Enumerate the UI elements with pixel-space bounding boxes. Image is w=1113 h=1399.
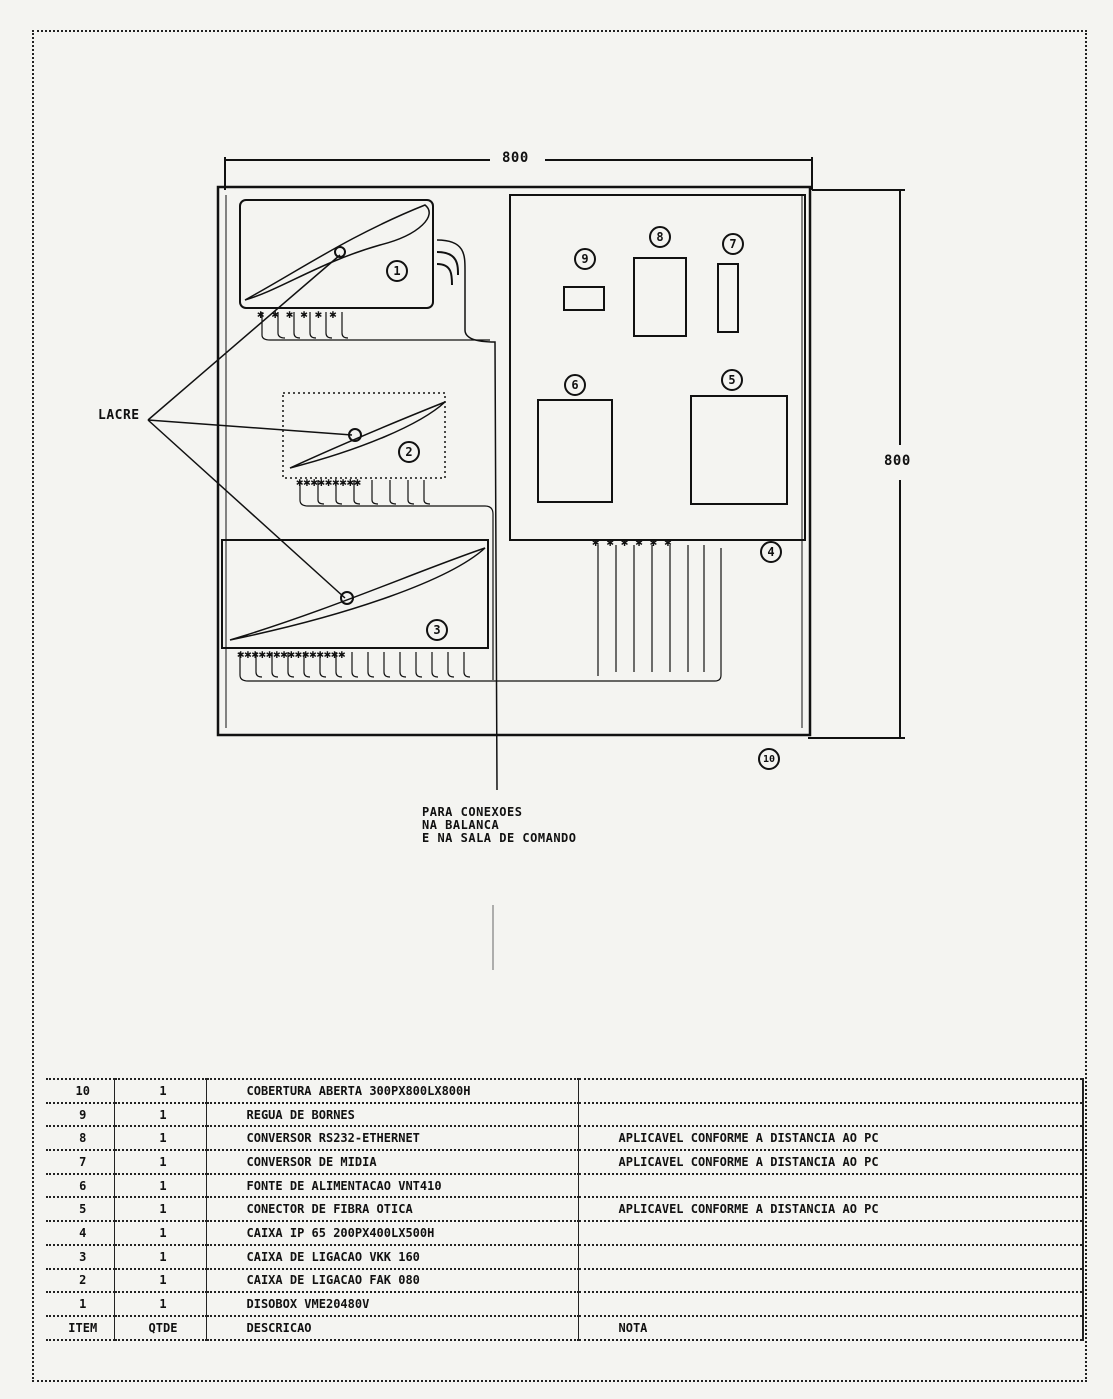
balloon-item-3: 3 — [426, 619, 448, 641]
bom-nota — [578, 1102, 1084, 1128]
bom-nota: APLICAVEL CONFORME A DISTANCIA AO PC — [578, 1126, 1084, 1152]
bom-nota — [578, 1078, 1084, 1104]
connections-note-line: PARA CONEXOES — [422, 805, 523, 819]
balloon-item-8: 8 — [649, 226, 671, 248]
table-row: 4 1 CAIXA IP 65 200PX400LX500H — [46, 1221, 1084, 1246]
bom-descricao: REGUA DE BORNES — [206, 1102, 579, 1128]
disobox — [239, 199, 434, 309]
table-row: 7 1 CONVERSOR DE MIDIA APLICAVEL CONFORM… — [46, 1150, 1084, 1175]
bom-qtde: 1 — [114, 1078, 207, 1104]
table-row: 5 1 CONECTOR DE FIBRA OTICA APLICAVEL CO… — [46, 1197, 1084, 1223]
bom-nota: APLICAVEL CONFORME A DISTANCIA AO PC — [578, 1197, 1084, 1223]
balloon-item-2: 2 — [398, 441, 420, 463]
header-qtde: QTDE — [114, 1315, 207, 1341]
table-row: 8 1 CONVERSOR RS232-ETHERNET APLICAVEL C… — [46, 1126, 1084, 1152]
ip65-box — [509, 194, 806, 541]
svg-text:✱ ✱ ✱ ✱ ✱ ✱: ✱ ✱ ✱ ✱ ✱ ✱ — [257, 307, 336, 321]
bom-item: 6 — [46, 1173, 115, 1199]
balloon-item-4: 4 — [760, 541, 782, 563]
fiber-connector — [690, 395, 788, 505]
bom-descricao: CAIXA DE LIGACAO VKK 160 — [206, 1244, 579, 1270]
bom-qtde: 1 — [114, 1197, 207, 1223]
connections-note-line: NA BALANCA — [422, 818, 500, 832]
bom-nota — [578, 1173, 1084, 1199]
connections-note-line: E NA SALA DE COMANDO — [422, 831, 577, 845]
bom-item: 7 — [46, 1150, 115, 1175]
drawing-frame — [32, 30, 1087, 1382]
bom-nota — [578, 1221, 1084, 1246]
bom-item: 10 — [46, 1078, 115, 1104]
rs232-converter — [633, 257, 687, 337]
svg-text:✱✱✱✱✱✱✱✱✱✱✱✱✱✱✱: ✱✱✱✱✱✱✱✱✱✱✱✱✱✱✱ — [237, 647, 345, 661]
table-row: 3 1 CAIXA DE LIGACAO VKK 160 — [46, 1244, 1084, 1270]
bom-qtde: 1 — [114, 1126, 207, 1152]
junction-box-vkk — [221, 539, 489, 649]
bom-nota — [578, 1268, 1084, 1294]
bom-item: 3 — [46, 1244, 115, 1270]
bom-descricao: CAIXA IP 65 200PX400LX500H — [206, 1221, 579, 1246]
bom-item: 2 — [46, 1268, 115, 1294]
dim-width-label: 800 — [502, 150, 529, 166]
bom-item: 4 — [46, 1221, 115, 1246]
table-row: 1 1 DISOBOX VME20480V — [46, 1292, 1084, 1317]
bom-qtde: 1 — [114, 1221, 207, 1246]
bom-item: 5 — [46, 1197, 115, 1223]
bom-qtde: 1 — [114, 1173, 207, 1199]
bom-nota — [578, 1244, 1084, 1270]
assembly-drawing: ✱ ✱ ✱ ✱ ✱ ✱ ✱✱✱✱✱✱✱✱✱ ✱✱✱✱✱✱✱✱✱✱✱✱✱✱✱ ✱ … — [147, 157, 905, 970]
header-descricao: DESCRICAO — [206, 1315, 579, 1341]
header-item: ITEM — [46, 1315, 115, 1341]
balloon-item-7: 7 — [722, 233, 744, 255]
bom-item: 8 — [46, 1126, 115, 1152]
svg-text:✱✱✱✱✱✱✱✱✱: ✱✱✱✱✱✱✱✱✱ — [296, 475, 361, 489]
terminal-strip — [563, 286, 605, 311]
bom-item: 1 — [46, 1292, 115, 1317]
table-header-row: ITEM QTDE DESCRICAO NOTA — [46, 1315, 1084, 1341]
balloon-item-6: 6 — [564, 374, 586, 396]
seal-label: LACRE — [98, 408, 140, 423]
bom-descricao: COBERTURA ABERTA 300PX800LX800H — [206, 1078, 579, 1104]
bom-descricao: CAIXA DE LIGACAO FAK 080 — [206, 1268, 579, 1294]
bill-of-materials-table: 10 1 COBERTURA ABERTA 300PX800LX800H 9 1… — [46, 1078, 1084, 1341]
bom-nota — [578, 1292, 1084, 1317]
dim-height-label: 800 — [884, 453, 911, 469]
svg-text:✱ ✱ ✱ ✱ ✱ ✱: ✱ ✱ ✱ ✱ ✱ ✱ — [592, 535, 671, 549]
bom-item: 9 — [46, 1102, 115, 1128]
balloon-item-10: 10 — [758, 748, 780, 770]
balloon-item-1: 1 — [386, 260, 408, 282]
bom-qtde: 1 — [114, 1150, 207, 1175]
junction-box-fak — [282, 392, 446, 479]
power-supply — [537, 399, 613, 503]
table-row: 9 1 REGUA DE BORNES — [46, 1102, 1084, 1128]
bom-descricao: CONVERSOR RS232-ETHERNET — [206, 1126, 579, 1152]
bom-nota: APLICAVEL CONFORME A DISTANCIA AO PC — [578, 1150, 1084, 1175]
table-row: 2 1 CAIXA DE LIGACAO FAK 080 — [46, 1268, 1084, 1294]
balloon-item-9: 9 — [574, 248, 596, 270]
bom-qtde: 1 — [114, 1292, 207, 1317]
cover-outline — [216, 185, 812, 737]
table-row: 10 1 COBERTURA ABERTA 300PX800LX800H — [46, 1078, 1084, 1104]
bom-qtde: 1 — [114, 1244, 207, 1270]
balloon-item-5: 5 — [721, 369, 743, 391]
header-nota: NOTA — [578, 1315, 1084, 1341]
media-converter — [717, 263, 739, 333]
bom-descricao: CONVERSOR DE MIDIA — [206, 1150, 579, 1175]
bom-descricao: FONTE DE ALIMENTACAO VNT410 — [206, 1173, 579, 1199]
table-row: 6 1 FONTE DE ALIMENTACAO VNT410 — [46, 1173, 1084, 1199]
connections-note: PARA CONEXOES NA BALANCA E NA SALA DE CO… — [422, 806, 577, 845]
bom-descricao: DISOBOX VME20480V — [206, 1292, 579, 1317]
bom-qtde: 1 — [114, 1268, 207, 1294]
bom-qtde: 1 — [114, 1102, 207, 1128]
bom-descricao: CONECTOR DE FIBRA OTICA — [206, 1197, 579, 1223]
